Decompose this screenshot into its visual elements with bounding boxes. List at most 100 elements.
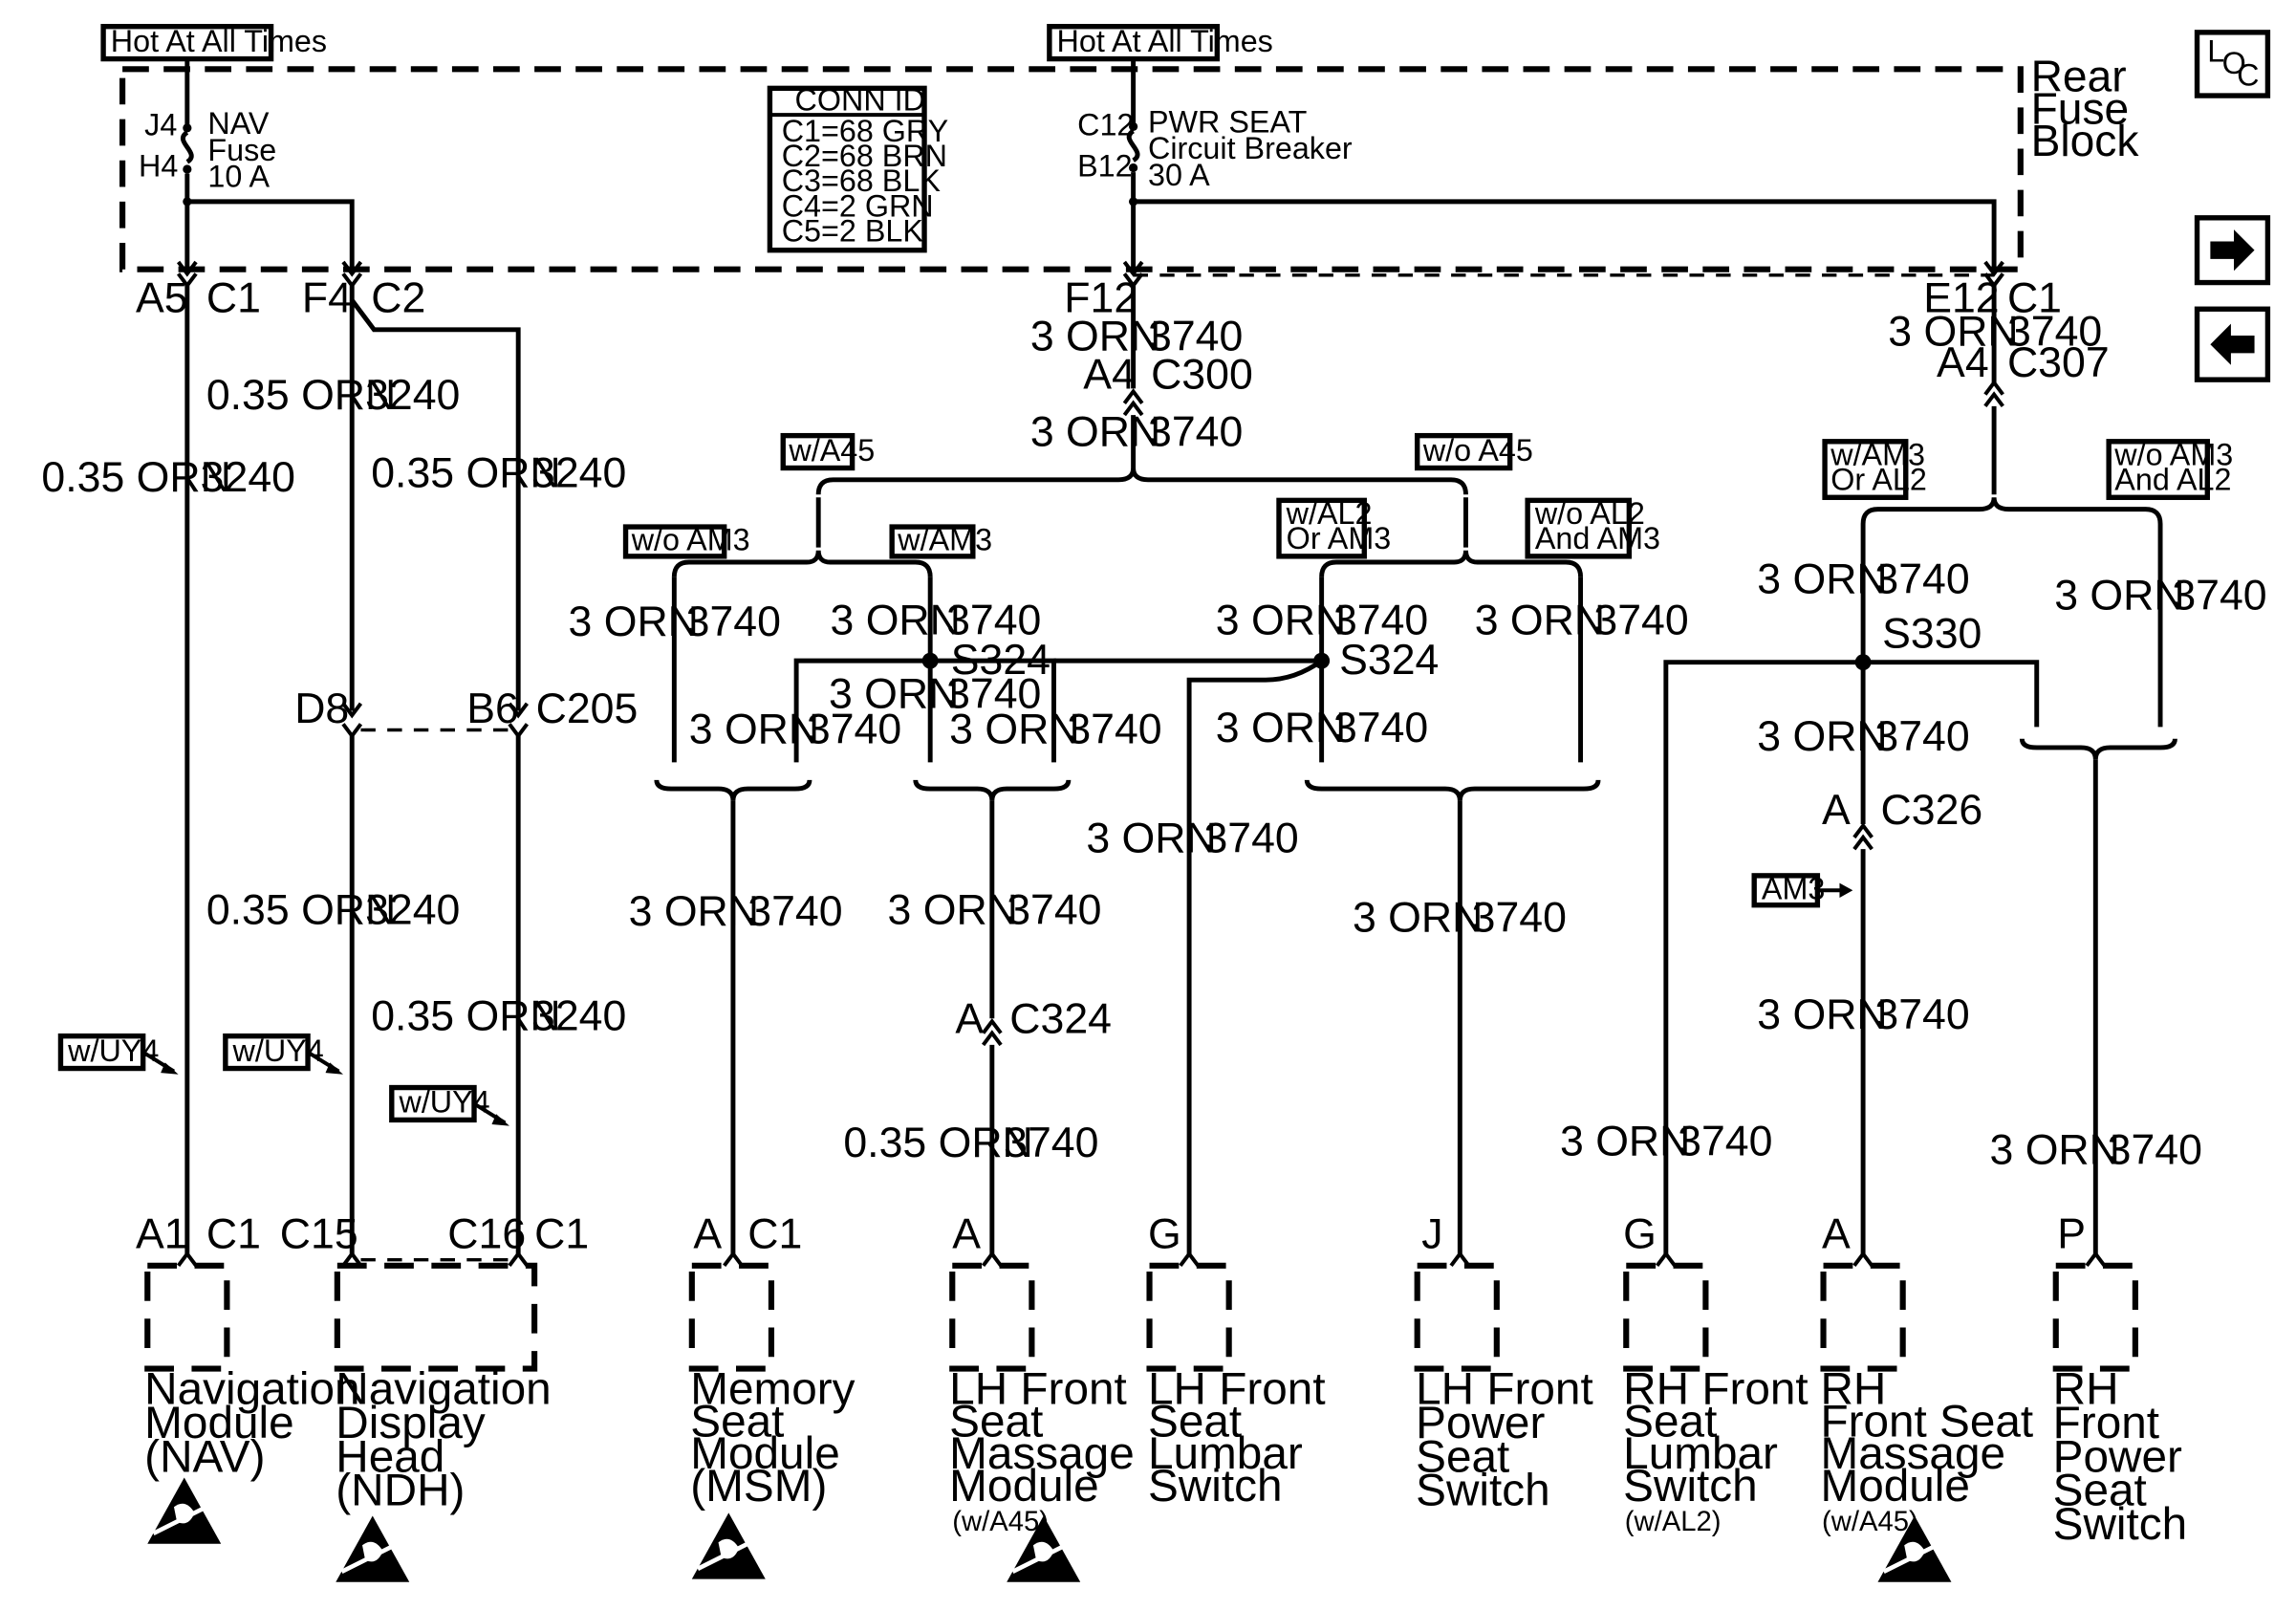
msm-name-1: Memory [690,1363,855,1414]
rhls-name-4: Switch [1623,1461,1758,1512]
splice-s324-right-label: S324 [1339,637,1439,684]
lhps-name-2: Power [1416,1398,1545,1448]
lhls-name: LH Front Seat Lumbar Switch [1148,1363,1338,1512]
wire-lhls-gauge: 3 ORN [1086,815,1216,861]
terminal-lhmm [981,1251,1003,1268]
wire-c324-circuit: 3740 [1004,1120,1098,1166]
option-am3: AM3 [1762,872,1825,906]
wire-s324-msm [793,658,931,763]
arrow-head-icon [161,1062,179,1075]
conn-id-row-5: C5=2 BLK [782,213,924,248]
pin-ndh-c1: C1 [534,1210,589,1257]
rhls-name-3: Lumbar [1623,1428,1778,1479]
arrow-head-icon [325,1062,343,1075]
wire-nav-gauge: 0.35 ORN [41,454,230,501]
option-wo-al2-and-am3-2: And AM3 [1535,521,1660,555]
wire-s330-gauge: 3 ORN [1757,713,1887,760]
terminal-msm [723,1251,744,1268]
option-wo-am3-and-al2-2: And AL2 [2114,463,2231,497]
rhmm-name: RH Front Seat Massage Module [1820,1363,2046,1512]
ndh-name-2: Display [336,1398,486,1448]
option-wo-a45: w/o A45 [1422,433,1533,468]
rhps-name-2: Front [2053,1398,2159,1448]
wire-ndh16-circuit: 3240 [531,993,626,1040]
wire-b6-circuit: 3240 [531,450,626,497]
wire-s324l-circuit: 3740 [946,670,1041,717]
seat-cb-to-e12 [1133,199,1997,270]
terminal-ndh-15 [341,1251,363,1268]
rhls-name-2: Seat [1623,1396,1717,1447]
lhmm-note: (w/A45) [952,1507,1049,1537]
lhps-name-4: Switch [1416,1466,1550,1516]
option-w-am3-box [889,524,976,559]
rear-fuse-block: Rear Fuse Block Hot At All Times Hot At … [100,24,2139,277]
rhls-name-1: RH Front [1623,1363,1809,1414]
esd-warning-icon [1877,1515,1952,1582]
terminal-lhps [1449,1251,1471,1268]
rhps-name-4: Seat [2053,1466,2147,1516]
merge-lhps [1304,779,1601,801]
wire-c300-circuit: 3740 [1148,408,1243,455]
lhls-box[interactable] [1146,1262,1232,1372]
pin-c1-left: C1 [206,274,261,321]
wire-f4-circuit: 3240 [365,372,460,419]
wire-lhps-b-gauge: 3 ORN [1216,705,1346,751]
lhps-name-3: Seat [1416,1431,1509,1482]
rhmm-note: (w/A45) [1822,1507,1918,1537]
lhmm-box[interactable] [949,1262,1035,1372]
seat-feed-circuits: F12 3 ORN 3740 A4 C300 3 ORN 3740 w/A45 … [569,260,1689,1254]
wire-s324l-gauge: 3 ORN [829,670,959,717]
nav-name-2: Module [144,1398,293,1448]
connector-f4 [341,260,363,289]
pin-f12: F12 [1064,274,1137,321]
lhps-name: LH Front Power Seat Switch [1416,1363,1606,1515]
wire-lhmm-b-gauge: 3 ORN [949,706,1079,752]
nav-fuse-pin-h4: H4 [139,149,178,184]
msm-name-3: Module [690,1428,839,1479]
page-navigation: L O C [2194,30,2271,382]
pin-a4-c300: A4 [1083,351,1136,398]
nav-circuits: A5 C1 F4 C2 0.35 ORN 3240 0.35 ORN 3240 … [41,260,638,1268]
msm-box[interactable] [688,1262,775,1372]
pin-c324: C324 [1009,996,1112,1043]
wire-lhps-gauge: 3 ORN [1353,894,1483,941]
wire-w-am3-gauge: 3 ORN [831,597,961,643]
conn-id-title: CONN ID [795,82,925,117]
lhls-name-4: Switch [1148,1461,1283,1512]
ndh-name: Navigation Display Head (NDH) [336,1363,564,1515]
lhps-box[interactable] [1414,1262,1500,1372]
seat-cb-pin-c12: C12 [1077,108,1134,142]
loc-icon-o: O [2222,46,2246,80]
terminal-nav [176,1251,198,1268]
seat-cb-label-2: Circuit Breaker [1148,131,1353,165]
rhps-box[interactable] [2052,1262,2138,1372]
pin-lhls-g: G [1148,1210,1181,1257]
option-w-al2-or-am3-2: Or AM3 [1287,521,1392,555]
fuse-block-title-1: Rear [2031,51,2127,100]
ndh-box[interactable] [334,1262,538,1372]
wire-s330-circuit: 3740 [1874,713,1969,760]
rhmm-name-4: Module [1820,1461,1969,1512]
lhps-name-1: LH Front [1416,1363,1593,1414]
pin-c326-a: A [1822,787,1851,834]
option-wo-am3-box [622,524,727,559]
wire-rhps-gauge: 3 ORN [1989,1127,2119,1174]
loc-icon-l: L [2207,34,2224,69]
rhls-box[interactable] [1623,1262,1709,1372]
seat-cb-terminal-top [1128,121,1138,131]
wire-wo-am3-gauge: 3 ORN [569,598,699,645]
rhmm-name-1: RH [1820,1363,1886,1414]
pin-e12: E12 [1923,274,1999,321]
lhls-name-2: Seat [1148,1396,1242,1447]
wire-s324r-lhls [1186,659,1324,1254]
terminal-lhls [1179,1251,1200,1268]
arrow-head-icon [491,1114,509,1126]
rhmm-box[interactable] [1820,1262,1906,1372]
connector-c324 [981,1017,1003,1047]
loc-icon[interactable] [2194,30,2271,98]
splice-s324-left-label: S324 [951,637,1051,684]
nav-module-box[interactable] [144,1262,230,1372]
option-w-am3: w/AM3 [897,523,992,557]
wire-f4-b6 [350,298,521,711]
wire-w-al2-circuit: 3740 [1333,597,1428,643]
